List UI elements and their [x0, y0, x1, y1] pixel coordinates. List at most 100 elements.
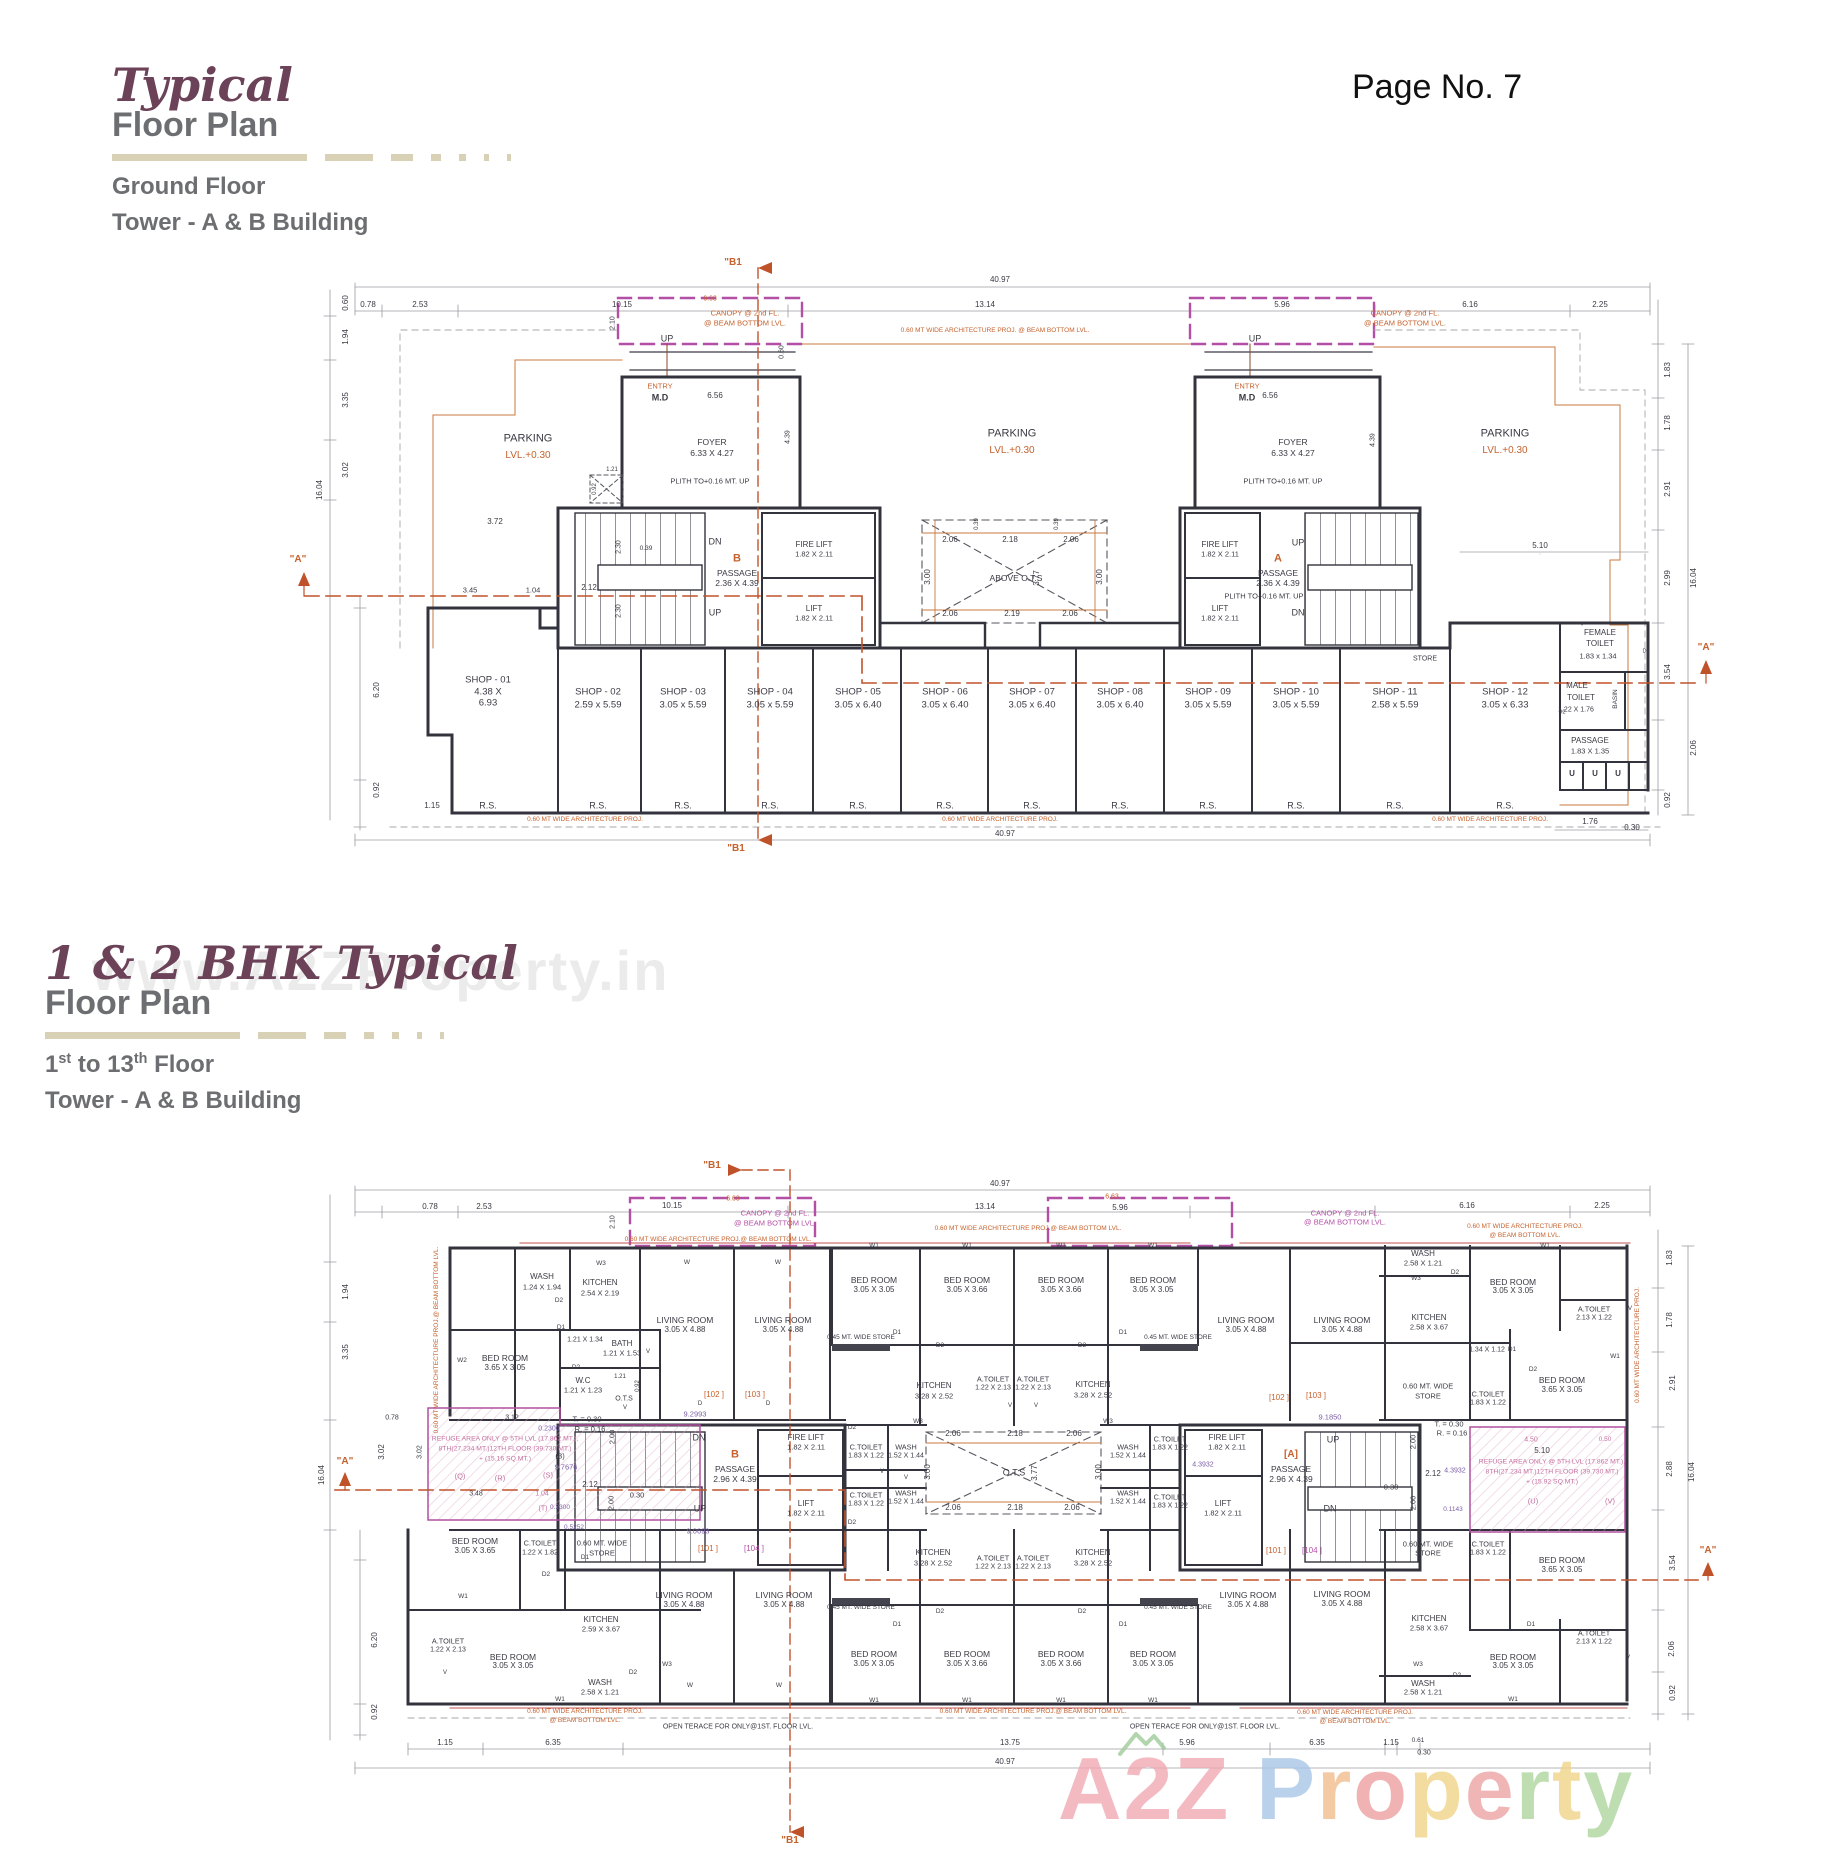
- title1-divider: [112, 153, 511, 161]
- plan1-label: 6.63: [703, 295, 717, 303]
- plan2-label: STORE: [1415, 1391, 1441, 1401]
- plan2-label: STORE: [589, 1548, 615, 1558]
- plan2-label: 2.58 X 3.67: [1409, 1322, 1449, 1332]
- plan2-label: BED ROOM: [850, 1648, 898, 1659]
- plan2-label: V: [903, 1475, 909, 1481]
- plan1-label: 16.04: [315, 479, 324, 501]
- plan1-label: SHOP - 03: [660, 686, 706, 698]
- plan2-label: BED ROOM: [943, 1648, 991, 1659]
- plan1-label: PLITH TO+0.16 MT. UP: [670, 476, 750, 486]
- plan1-label: D2: [1642, 648, 1650, 655]
- plan1-label: 5.10: [1532, 541, 1548, 550]
- plan2-label: [101 ]: [697, 1544, 719, 1553]
- plan1-label: 3.05 x 6.40: [921, 699, 969, 711]
- plan2-label: 0.60 MT. WIDE: [1402, 1381, 1454, 1391]
- plan2-label: WASH: [1411, 1679, 1435, 1688]
- plan2-label: 3.35: [341, 1344, 350, 1360]
- plan2-label: WASH: [895, 1442, 917, 1452]
- plan2-label: 0.60 MT WIDE ARCHITECTURE PROJ.: [1297, 1708, 1413, 1716]
- plan2-label: W: [686, 1681, 694, 1689]
- plan2-label: 2.06: [1667, 1641, 1676, 1657]
- plan2-label: BED ROOM: [1129, 1274, 1177, 1285]
- plan2-label: 2.96 X 4.39: [1269, 1473, 1313, 1484]
- plan2-label: W1: [1148, 1696, 1158, 1704]
- plan2-label: 0.60 MT WIDE ARCHITECTURE PROJ.@ BEAM BO…: [934, 1224, 1122, 1232]
- plan1-label: 1.83: [1663, 362, 1672, 378]
- plan2-label: KITCHEN: [915, 1548, 951, 1557]
- plan2-label: 0.61: [1411, 1736, 1425, 1744]
- plan1-label: 0.92: [592, 483, 598, 495]
- plan1-label: R.S.: [479, 800, 497, 811]
- house-icon: [1118, 1732, 1166, 1756]
- plan2-label: LIVING ROOM: [754, 1314, 812, 1325]
- plan2-label: C.TOILET: [1153, 1434, 1187, 1444]
- plan2-label: (T): [538, 1505, 548, 1513]
- plan1-label: 16.04: [1689, 567, 1698, 589]
- plan1-label: 1.83 X 1.35: [1570, 746, 1610, 756]
- title2-sub: Floor Plan: [45, 984, 212, 1022]
- plan2-label: "B1: [703, 1160, 721, 1171]
- plan2-label: DN: [1323, 1503, 1337, 1514]
- plan1-label: 2.06: [1062, 609, 1078, 618]
- plan2-label: LIVING ROOM: [1313, 1314, 1371, 1325]
- plan2-label: 2.58 X 1.21: [1403, 1687, 1443, 1697]
- plan1-label: 6.33 X 4.27: [1271, 447, 1315, 458]
- plan2-label: 8TH(27.234 MT.)12TH FLOOR (39.730 MT.): [438, 1445, 572, 1453]
- plan1-label: 5.96: [1274, 300, 1290, 309]
- plan2-label: 1.82 X 2.11: [1204, 1508, 1242, 1518]
- plan2-label: 3.54: [1668, 1555, 1677, 1571]
- plan2-label: D2: [847, 1423, 857, 1431]
- plan2-label: 2.12: [1425, 1469, 1441, 1478]
- plan1-label: 0.60 MT WIDE ARCHITECTURE PROJ.: [1432, 815, 1548, 823]
- plan2-label: BED ROOM: [481, 1352, 529, 1363]
- plan1-label: R.S.: [1023, 800, 1041, 811]
- plan1-label: 4.39: [1369, 433, 1377, 447]
- plan1-label: 2.30: [615, 604, 623, 618]
- plan1-label: R.S.: [936, 800, 954, 811]
- plan2-label: 16.04: [317, 1464, 326, 1486]
- plan2-label: "B1: [781, 1835, 799, 1846]
- plan2-label: 3.65 X 3.05: [1541, 1565, 1583, 1574]
- plan2-label: 3.05 X 4.88: [762, 1325, 804, 1334]
- plan2-label: 4.50: [1524, 1436, 1538, 1444]
- plan1-label: 3.72: [487, 517, 503, 526]
- plan1-label: 1.22 X 1.76: [1558, 706, 1594, 714]
- plan2-label: 2.54 X 2.19: [580, 1288, 620, 1298]
- plan2-label: 3.05 X 3.05: [853, 1659, 895, 1668]
- plan2-label: REFUGE AREA ONLY @ 5TH LVL (17.862 MT.),: [431, 1435, 579, 1443]
- plan1-label: SHOP - 05: [835, 686, 881, 698]
- plan2-label: KITCHEN: [1411, 1313, 1447, 1322]
- plan2-label: V: [442, 1670, 448, 1676]
- plan2-label: 3.77: [1030, 1465, 1039, 1481]
- plan2-label: C.TOILET: [1471, 1539, 1505, 1549]
- plan2-label: A.TOILET: [1016, 1553, 1050, 1563]
- plan2-label: (Q): [454, 1471, 466, 1481]
- plan1-label: CANOPY @ 2nd FL.: [1370, 308, 1440, 318]
- plan1-label: 2.58 x 5.59: [1371, 699, 1419, 711]
- plan2-label: 4.3932: [1192, 1461, 1214, 1469]
- plan1-label: M.D: [1238, 392, 1256, 403]
- plan2-label: V: [879, 1469, 885, 1475]
- plan2-label: D2: [1077, 1341, 1087, 1349]
- plan1-label: R.S.: [1287, 800, 1305, 811]
- plan1-label: LVL.+0.30: [1482, 445, 1528, 456]
- plan1-label: 1.82 X 2.11: [1201, 613, 1239, 623]
- plan1-label: SHOP - 12: [1482, 686, 1528, 698]
- plan2-label: 1.22 X 2.13: [430, 1646, 466, 1654]
- plan2-label: BED ROOM: [850, 1274, 898, 1285]
- plan2-label: 2.00: [1408, 1434, 1418, 1450]
- plan2-label: FIRE LIFT: [787, 1433, 825, 1442]
- plan1-label: FIRE LIFT: [1201, 540, 1239, 549]
- plan1-label: DN: [1291, 607, 1305, 618]
- plan2-label: WASH: [1117, 1488, 1139, 1498]
- plan2-label: V: [1007, 1403, 1013, 1409]
- plan2-label: KITCHEN: [582, 1278, 618, 1287]
- plan1-label: 2.59 x 5.59: [574, 699, 622, 711]
- plan1-label: 1.04: [525, 585, 541, 595]
- plan2-label: W1: [458, 1592, 468, 1600]
- plan1-label: 0.60: [778, 345, 786, 359]
- plan2-label: 3.00: [923, 1464, 932, 1480]
- plan2-label: D2: [935, 1341, 945, 1349]
- plan2-label: 2.59 X 3.67: [581, 1624, 621, 1634]
